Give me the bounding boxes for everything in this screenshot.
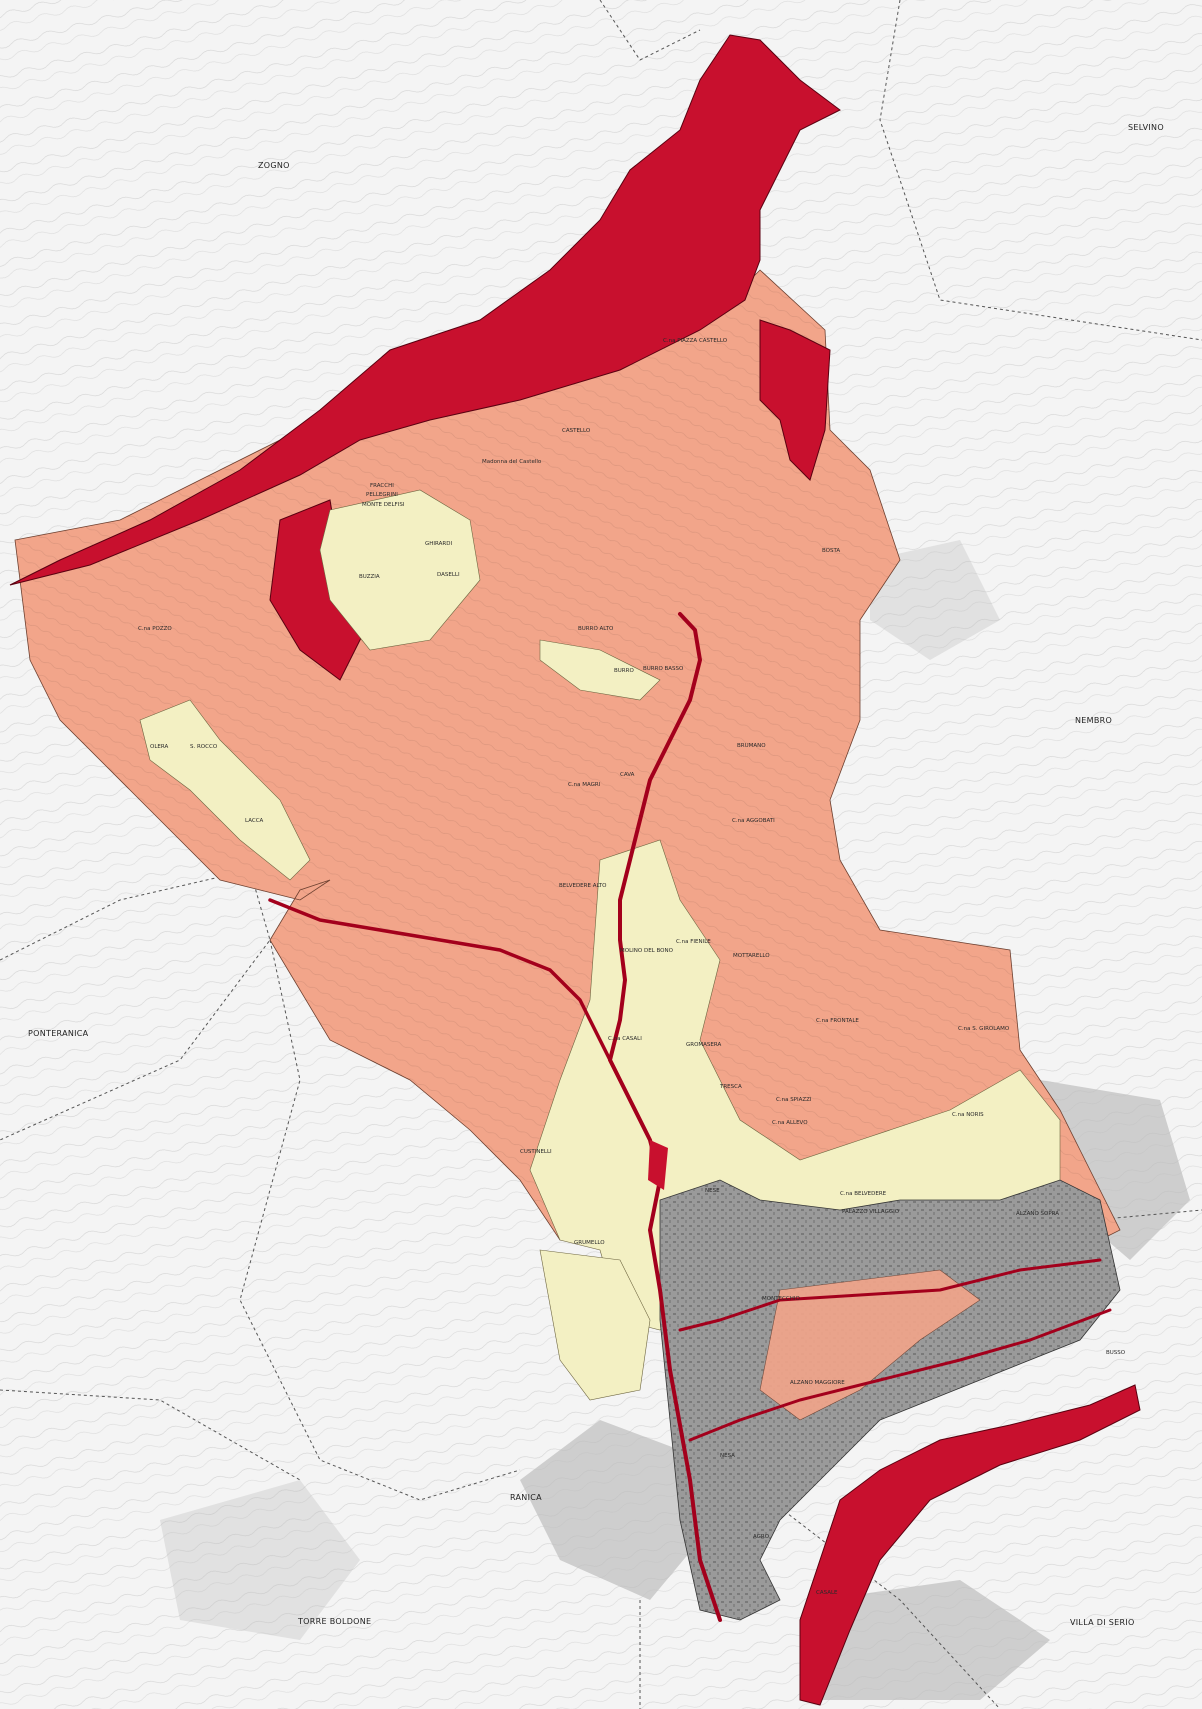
external-urban-areas bbox=[160, 540, 1190, 1700]
label-montecchio: MONTECCHIO bbox=[762, 1296, 800, 1302]
label-selvino: SELVINO bbox=[1128, 123, 1164, 132]
canal-upper bbox=[678, 1258, 1102, 1332]
label-ghirardi: GHIRARDI bbox=[425, 541, 452, 547]
label-cascina-belvedere: C.na BELVEDERE bbox=[840, 1191, 887, 1197]
label-zogno: ZOGNO bbox=[258, 161, 290, 170]
label-nembro: NEMBRO bbox=[1075, 716, 1112, 725]
zone-high-east-strip bbox=[759, 319, 831, 481]
label-s-rocco: S. ROCCO bbox=[190, 744, 218, 750]
river-nesa-widening bbox=[648, 1140, 668, 1190]
label-gromasera: GROMASERA bbox=[686, 1042, 721, 1048]
label-pellegrini: PELLEGRINI bbox=[366, 492, 398, 498]
label-cascina-allevo: C.na ALLEVO bbox=[772, 1120, 808, 1126]
label-belvedere-alto: BELVEDERE ALTO bbox=[559, 883, 607, 889]
label-brumano: BRUMANO bbox=[737, 743, 766, 749]
label-cava: CAVA bbox=[620, 772, 635, 778]
label-buzzia: BUZZIA bbox=[359, 574, 380, 580]
zone-low-burro bbox=[539, 639, 661, 701]
label-bosta: BOSTA bbox=[822, 548, 840, 554]
river-west-branch bbox=[268, 898, 622, 1082]
label-ponteranica: PONTERANICA bbox=[28, 1029, 89, 1038]
label-busso: BUSSO bbox=[1106, 1350, 1126, 1356]
label-torre-boldone: TORRE BOLDONE bbox=[297, 1617, 371, 1626]
zone-low-olera bbox=[139, 699, 311, 881]
label-alzano-maggiore: ALZANO MAGGIORE bbox=[790, 1380, 845, 1386]
label-grumello: GRUMELLO bbox=[574, 1240, 605, 1246]
label-daselli: DASELLI bbox=[437, 572, 460, 578]
label-cascina-frontale: C.na FRONTALE bbox=[816, 1018, 859, 1024]
label-olera: OLERA bbox=[150, 744, 168, 750]
canal-lower bbox=[688, 1308, 1112, 1442]
label-alzano-sopra: ALZANO SOPRA bbox=[1016, 1211, 1059, 1217]
label-cascina-magri: C.na MAGRI bbox=[568, 782, 601, 788]
zone-medium-alzano-core bbox=[759, 1269, 981, 1421]
label-ranica: RANICA bbox=[510, 1493, 542, 1502]
municipality-labels: ZOGNO SELVINO NEMBRO PONTERANICA RANICA … bbox=[28, 123, 1164, 1627]
label-piazza-castello: C.na PIAZZA CASTELLO bbox=[663, 338, 728, 344]
label-mottarello: MOTTARELLO bbox=[733, 953, 770, 959]
zone-high-north bbox=[9, 34, 841, 586]
label-cascina-spiazzi: C.na SPIAZZI bbox=[776, 1097, 812, 1103]
label-fracchi: FRACCHI bbox=[370, 483, 394, 489]
label-cascina-casali: C.na CASALI bbox=[608, 1036, 642, 1042]
label-castello: CASTELLO bbox=[562, 428, 591, 434]
label-nese: NESE bbox=[705, 1188, 720, 1194]
label-burro-alto: BURRO ALTO bbox=[578, 626, 614, 632]
label-agro: AGRO bbox=[753, 1534, 770, 1540]
label-casale: CASALE bbox=[816, 1590, 838, 1596]
zone-low-lower-west bbox=[539, 1249, 651, 1401]
label-burro-basso: BURRO BASSO bbox=[643, 666, 684, 672]
label-cascina-fienile: C.na FIENILE bbox=[676, 939, 711, 945]
zone-high-river-serio bbox=[799, 1384, 1141, 1706]
label-tresca: TRESCA bbox=[719, 1084, 742, 1090]
label-villa-di-serio: VILLA DI SERIO bbox=[1070, 1618, 1135, 1627]
rivers bbox=[268, 612, 1112, 1622]
zones-urban bbox=[659, 1179, 1121, 1621]
label-cascina-aggobati: C.na AGGOBATI bbox=[732, 818, 775, 824]
label-madonna: Madonna del Castello bbox=[482, 459, 542, 465]
zone-low-buzzia bbox=[319, 489, 481, 651]
label-burro: BURRO bbox=[614, 668, 634, 674]
label-custinelli: CUSTINELLI bbox=[520, 1149, 552, 1155]
label-mulino-del-bono: MOLINO DEL BONO bbox=[620, 948, 674, 954]
label-nesa: NESA bbox=[720, 1453, 735, 1459]
label-monte-delfisi: MONTE DELFISI bbox=[362, 502, 405, 508]
label-lacca: LACCA bbox=[245, 818, 264, 824]
zone-urban-alzano bbox=[659, 1179, 1121, 1621]
label-cascina-s-girolamo: C.na S. GIROLAMO bbox=[958, 1026, 1010, 1032]
place-labels: C.na PIAZZA CASTELLO CASTELLO Madonna de… bbox=[138, 338, 1126, 1596]
label-cascina-noris: C.na NORIS bbox=[952, 1112, 984, 1118]
label-cascina-pozzo: C.na POZZO bbox=[138, 626, 172, 632]
label-palazzo-villaggio: PALAZZO VILLAGGIO bbox=[842, 1209, 900, 1215]
river-nesa bbox=[608, 612, 722, 1622]
